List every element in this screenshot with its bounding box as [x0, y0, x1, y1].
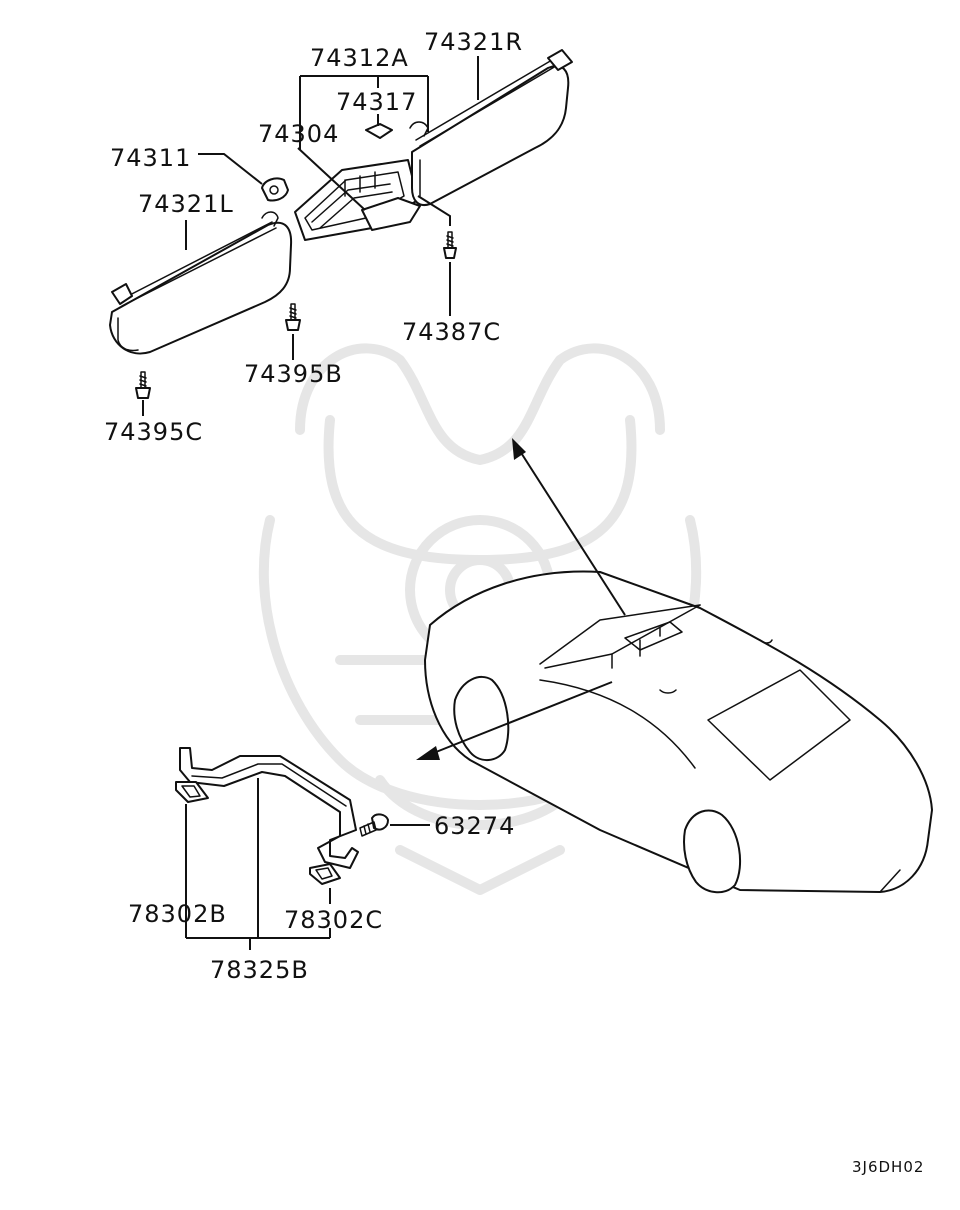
- label-74311: 74311: [110, 144, 191, 172]
- label-74395B: 74395B: [244, 360, 343, 388]
- diagram-code: 3J6DH02: [852, 1158, 924, 1176]
- label-78302B: 78302B: [128, 900, 227, 928]
- label-74321L: 74321L: [138, 190, 234, 218]
- part-labels: 74312A 74321R 74317 74304 74311 74321L 7…: [104, 28, 523, 984]
- leader-lines-bottom: [185, 778, 430, 950]
- arrow-to-rear-bracket: [416, 681, 613, 760]
- lamp-lens[interactable]: [365, 123, 393, 139]
- sun-visor-left[interactable]: [109, 211, 293, 355]
- label-74317: 74317: [336, 88, 417, 116]
- label-63274: 63274: [434, 812, 515, 840]
- arrow-to-roof-parts: [512, 438, 626, 616]
- support-bracket-78325b[interactable]: [179, 747, 359, 869]
- label-74387C: 74387C: [402, 318, 501, 346]
- bracket-pad-right[interactable]: [309, 863, 341, 885]
- visor-holder-clip[interactable]: [261, 177, 289, 202]
- screw-74387c[interactable]: [443, 231, 457, 259]
- label-74304: 74304: [258, 120, 339, 148]
- label-78325B: 78325B: [210, 956, 309, 984]
- leader-lines-top: [142, 56, 479, 416]
- screw-74395b[interactable]: [285, 303, 301, 331]
- label-74321R: 74321R: [424, 28, 523, 56]
- bracket-pad-left[interactable]: [175, 781, 209, 803]
- label-74395C: 74395C: [104, 418, 203, 446]
- bolt-63274[interactable]: [359, 813, 389, 837]
- car-outline: [424, 570, 933, 894]
- sun-visor-right[interactable]: [409, 49, 573, 206]
- label-74312A: 74312A: [310, 44, 409, 72]
- screw-74395c[interactable]: [135, 371, 151, 399]
- label-78302C: 78302C: [284, 906, 383, 934]
- roof-console-lamp[interactable]: [294, 159, 421, 241]
